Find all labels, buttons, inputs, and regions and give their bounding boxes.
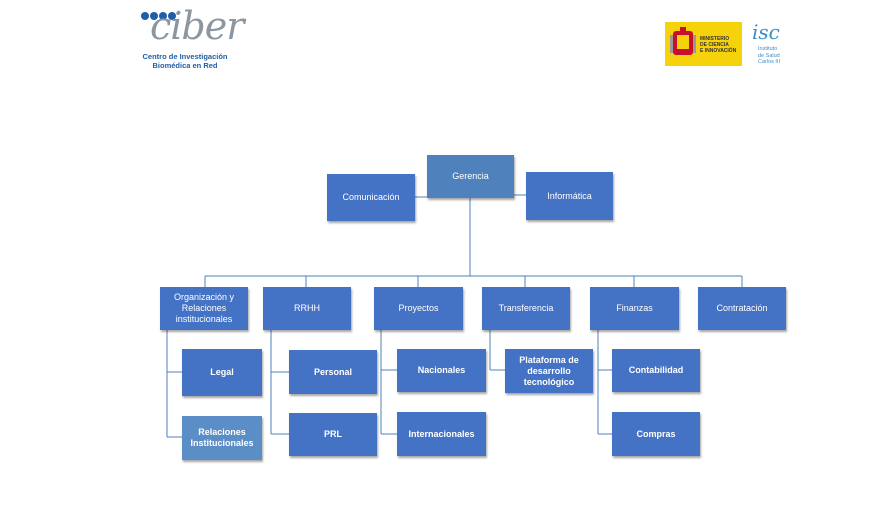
box-contratacion: Contratación <box>698 287 786 330</box>
ministerio-line-1: MINISTERIO <box>700 36 730 42</box>
isciii-mark: isc <box>752 20 780 44</box>
box-internacionales: Internacionales <box>397 412 486 456</box>
ciber-tagline-1: Centro de Investigación <box>142 52 228 61</box>
isciii-logo: isc Instituto de Salud Carlos III <box>748 22 788 72</box>
box-gerencia: Gerencia <box>427 155 514 198</box>
box-plataforma: Plataforma de desarrollo tecnológico <box>505 349 593 393</box>
coat-of-arms-icon <box>670 27 696 55</box>
ciber-logo: ciber Centro de Investigación Biomédica … <box>128 4 244 70</box>
box-transferencia: Transferencia <box>482 287 570 330</box>
box-personal: Personal <box>289 350 377 394</box>
box-proyectos: Proyectos <box>374 287 463 330</box>
isciii-line-2: de Salud <box>758 52 780 59</box>
box-compras: Compras <box>612 412 700 456</box>
box-rrhh: RRHH <box>263 287 351 330</box>
box-legal: Legal <box>182 349 262 396</box>
ministerio-line-3: E INNOVACIÓN <box>700 48 737 54</box>
isciii-line-1: Instituto <box>758 46 778 52</box>
ciber-wordmark: ciber <box>150 4 244 48</box>
ciber-tagline-2: Biomédica en Red <box>152 61 218 70</box>
box-prl: PRL <box>289 413 377 456</box>
box-relaciones-institucionales: Relaciones Institucionales <box>182 416 262 460</box>
isciii-line-3: Carlos III <box>758 59 781 65</box>
ministerio-logo: MINISTERIO DE CIENCIA E INNOVACIÓN <box>665 22 742 66</box>
box-comunicacion: Comunicación <box>327 174 415 221</box>
box-nacionales: Nacionales <box>397 349 486 392</box>
box-finanzas: Finanzas <box>590 287 679 330</box>
ministerio-line-2: DE CIENCIA <box>700 42 729 48</box>
box-organizacion: Organización y Relaciones institucionale… <box>160 287 248 330</box>
ciber-dots-icon <box>141 12 176 20</box>
box-informatica: Informática <box>526 172 613 220</box>
box-contabilidad: Contabilidad <box>612 349 700 392</box>
